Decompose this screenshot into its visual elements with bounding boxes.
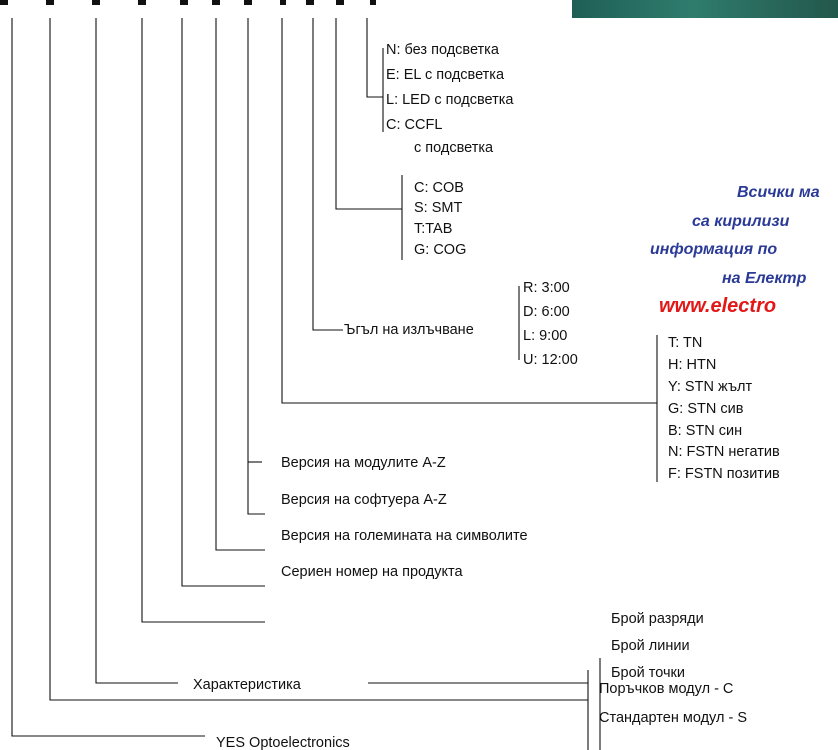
lcd-type-option: T: TN [668, 335, 702, 351]
software-version-label: Версия на софтуера A-Z [281, 492, 447, 508]
bracket-lines [382, 48, 658, 750]
backlight-option: N: без подсветка [386, 42, 500, 58]
backlight-option: L: LED с подсветка [386, 92, 514, 108]
backlight-option: E: EL с подсветка [386, 67, 505, 83]
packaging-option: G: COG [414, 242, 466, 258]
packaging-option: T:TAB [414, 221, 452, 237]
product-photo-fragment [572, 0, 838, 18]
serial-number-label: Сериен номер на продукта [281, 564, 463, 580]
backlight-option: с подсветка [414, 140, 494, 156]
lcd-type-option: B: STN син [668, 423, 742, 439]
lcd-type-option: H: HTN [668, 357, 716, 373]
manufacturer-label: YES Optoelectronics [216, 735, 350, 750]
module-type-option: Поръчков модул - C [599, 681, 733, 697]
lcd-type-option: G: STN сив [668, 401, 744, 417]
module-type-options: Поръчков модул - C Стандартен модул - S [599, 681, 747, 726]
lcd-type-option: Y: STN жълт [668, 379, 752, 395]
note-line: са кирилизи [692, 213, 790, 230]
module-type-option: Стандартен модул - S [599, 710, 747, 726]
characteristic-option: Брой разряди [611, 611, 704, 627]
viewing-angle-options: R: 3:00 D: 6:00 L: 9:00 U: 12:00 [523, 280, 578, 368]
backlight-option: C: CCFL [386, 117, 442, 133]
connector-lines [11, 18, 657, 737]
packaging-option: S: SMT [414, 200, 462, 216]
characteristic-option: Брой точки [611, 665, 685, 681]
packaging-options: C: COB S: SMT T:TAB G: COG [414, 180, 466, 258]
viewing-angle-label: Ъгъл на излъчване [344, 322, 474, 338]
lcd-type-option: N: FSTN негатив [668, 444, 780, 460]
module-version-label: Версия на модулите A-Z [281, 455, 446, 471]
lcd-type-option: F: FSTN позитив [668, 466, 780, 482]
backlight-options: N: без подсветка E: EL с подсветка L: LE… [386, 42, 514, 156]
symbol-size-version-label: Версия на големината на символите [281, 528, 528, 544]
characteristic-label: Характеристика [193, 677, 302, 693]
note-url: www.electro [659, 295, 776, 317]
note-line: на Електр [722, 270, 807, 287]
characteristic-options: Брой разряди Брой линии Брой точки [611, 611, 704, 681]
viewing-angle-option: U: 12:00 [523, 352, 578, 368]
viewing-angle-option: D: 6:00 [523, 304, 570, 320]
viewing-angle-option: L: 9:00 [523, 328, 567, 344]
viewing-angle-option: R: 3:00 [523, 280, 570, 296]
packaging-option: C: COB [414, 180, 464, 196]
lcd-type-options: T: TN H: HTN Y: STN жълт G: STN сив B: S… [668, 335, 780, 482]
code-marks [0, 0, 376, 5]
cyrillic-note: Всички ма са кирилизи информация по на Е… [650, 184, 820, 317]
characteristic-option: Брой линии [611, 638, 690, 654]
note-line: Всички ма [737, 184, 820, 201]
note-line: информация по [650, 241, 777, 258]
